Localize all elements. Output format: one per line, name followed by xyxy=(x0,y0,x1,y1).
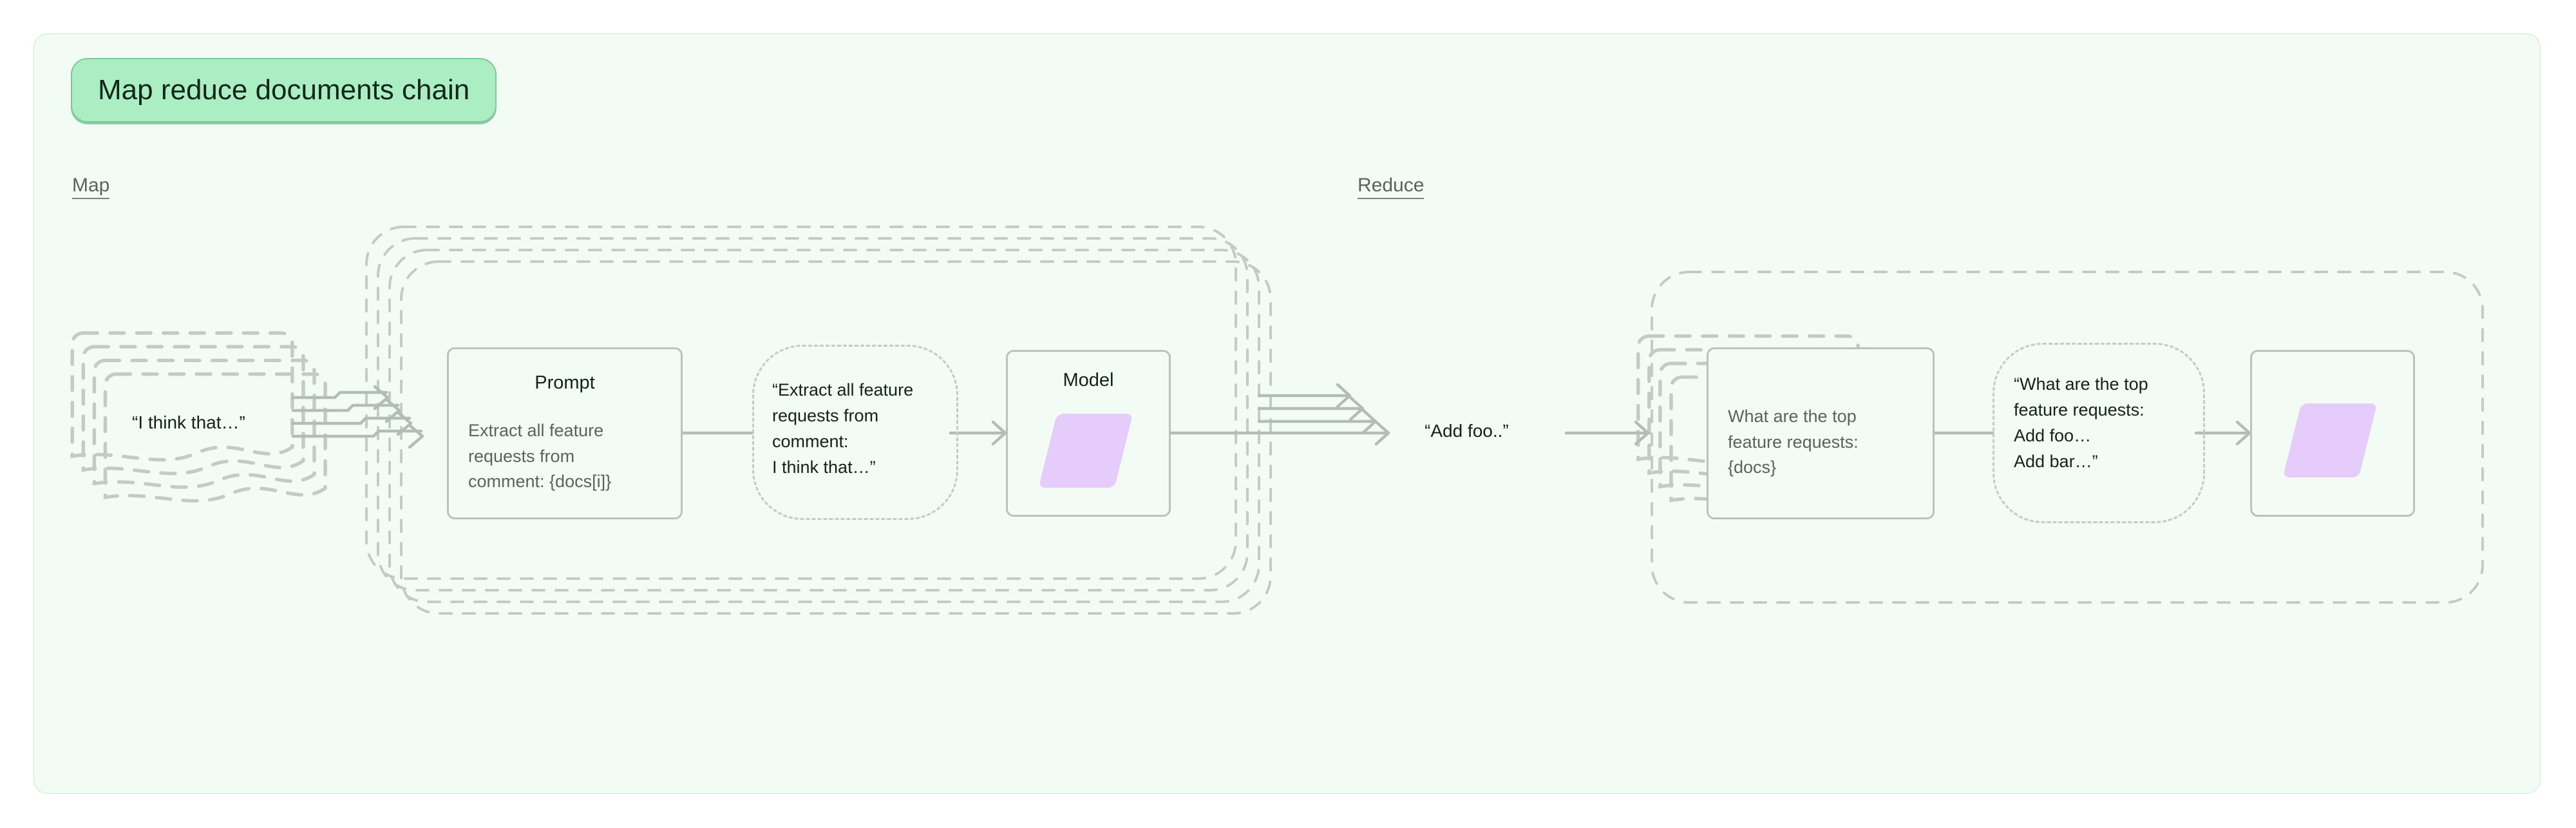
map-prompt-title: Prompt xyxy=(535,372,595,393)
map-rendered-prompt-text: “Extract all feature requests from comme… xyxy=(772,380,914,477)
model-parallelogram-icon xyxy=(1038,414,1133,488)
reduce-model-box[interactable] xyxy=(2250,350,2415,517)
section-label-map: Map xyxy=(72,175,110,199)
map-prompt-box[interactable]: Prompt Extract all feature requests from… xyxy=(447,347,683,519)
page-title: Map reduce documents chain xyxy=(98,74,470,106)
map-model-title: Model xyxy=(1063,370,1114,390)
diagram-title-pill: Map reduce documents chain xyxy=(71,58,497,122)
input-document-label: “I think that…” xyxy=(132,412,245,432)
intermediate-document-label: “Add foo..” xyxy=(1425,421,1509,441)
reduce-prompt-body: What are the top feature requests: {docs… xyxy=(1728,407,1859,477)
section-label-reduce: Reduce xyxy=(1358,175,1425,199)
reduce-prompt-box[interactable]: What are the top feature requests: {docs… xyxy=(1707,347,1935,519)
reduce-model-parallelogram-icon xyxy=(2282,403,2378,477)
map-prompt-body: Extract all feature requests from commen… xyxy=(468,421,612,492)
reduce-rendered-prompt-bubble: “What are the top feature requests: Add … xyxy=(1993,343,2205,523)
map-rendered-prompt-bubble: “Extract all feature requests from comme… xyxy=(752,345,958,520)
map-model-box[interactable]: Model xyxy=(1006,350,1171,517)
reduce-rendered-prompt-text: “What are the top feature requests: Add … xyxy=(2014,374,2148,471)
